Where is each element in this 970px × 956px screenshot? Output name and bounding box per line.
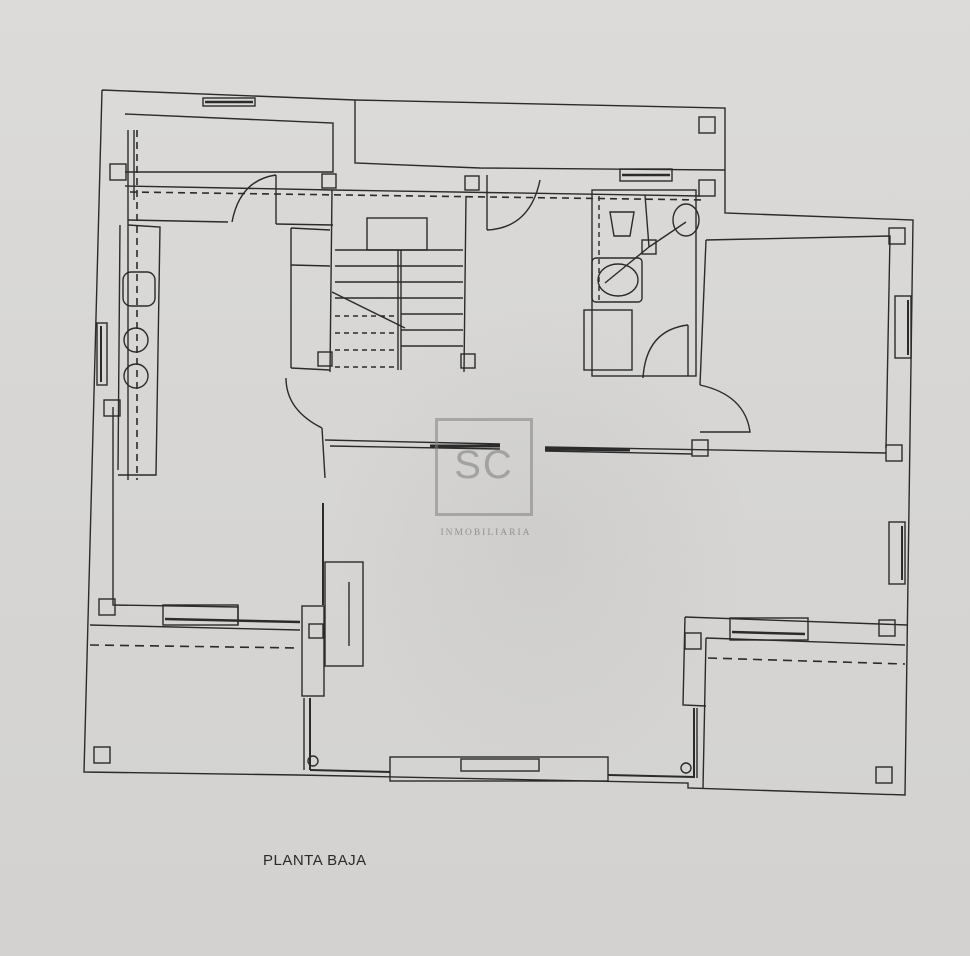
terrace-right bbox=[682, 616, 908, 789]
outer-walls bbox=[83, 89, 914, 796]
watermark-logo: SC bbox=[454, 443, 514, 487]
washbasin-icon bbox=[672, 203, 700, 237]
bedroom-right bbox=[699, 235, 912, 585]
entry-door bbox=[285, 377, 887, 479]
top-window bbox=[202, 97, 673, 182]
staircase bbox=[290, 189, 467, 373]
corridor bbox=[124, 130, 706, 480]
watermark-subtitle: INMOBILIARIA bbox=[440, 528, 532, 538]
shower-icon bbox=[597, 263, 639, 297]
terrace-left bbox=[89, 407, 301, 649]
toilet-icon bbox=[609, 211, 635, 237]
plan-title: PLANTA BAJA bbox=[263, 852, 367, 869]
bathroom bbox=[583, 189, 700, 379]
stove-icon bbox=[122, 271, 156, 307]
kitchen-counter bbox=[96, 224, 161, 476]
watermark-frame: SC bbox=[435, 418, 533, 516]
hall-door bbox=[486, 175, 541, 231]
sink-icon bbox=[123, 327, 149, 353]
kitchen-door bbox=[231, 174, 277, 224]
bottom-porch bbox=[309, 708, 698, 782]
fireplace bbox=[301, 503, 364, 770]
